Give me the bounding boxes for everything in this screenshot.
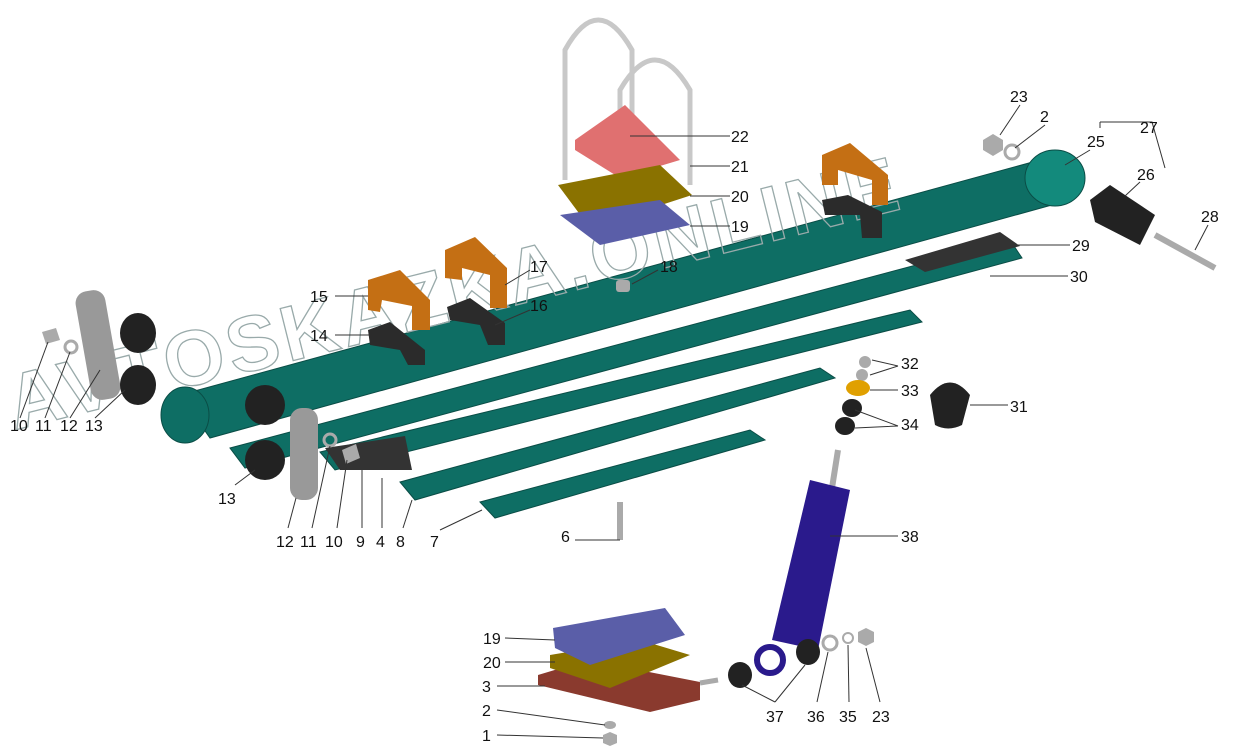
callout-14: 14 [310, 328, 328, 345]
front-hanger [42, 290, 360, 500]
leaf-spring-pack [160, 149, 1086, 519]
callout-11: 11 [35, 418, 52, 435]
callout-1: 1 [482, 728, 491, 745]
callout-26: 26 [1137, 167, 1155, 184]
callout-23: 23 [1010, 89, 1028, 106]
callout-20-lower: 20 [483, 655, 501, 672]
callout-36: 36 [807, 709, 825, 726]
bushing-37a [728, 662, 752, 688]
callout-31: 31 [1010, 399, 1028, 416]
nut-1 [603, 732, 617, 746]
bump-stop-31 [930, 382, 970, 429]
callout-9: 9 [356, 534, 365, 551]
bushing-34a [842, 399, 862, 417]
callout-23-lower: 23 [872, 709, 890, 726]
bolt-28 [1153, 232, 1217, 271]
callout-34: 34 [901, 417, 919, 434]
u-bolts-21 [562, 17, 693, 215]
callout-13: 13 [85, 418, 103, 435]
callout-32: 32 [901, 356, 919, 373]
callout-18: 18 [660, 259, 678, 276]
callout-7: 7 [430, 534, 439, 551]
callout-15: 15 [310, 289, 328, 306]
callout-12-lower: 12 [276, 534, 294, 551]
clamp-15 [368, 270, 430, 330]
front-eye [160, 386, 210, 444]
plate-19-top [560, 200, 690, 245]
nut-23-top [983, 134, 1003, 156]
callout-35: 35 [839, 709, 857, 726]
callout-25: 25 [1087, 134, 1105, 151]
callout-17: 17 [530, 259, 548, 276]
callout-6: 6 [561, 529, 570, 546]
callout-21: 21 [731, 159, 749, 176]
leader-lines [19, 104, 1209, 739]
leaf-4 [399, 367, 837, 501]
bushing-26 [1090, 185, 1155, 245]
rear-eye-25 [1024, 149, 1086, 207]
callout-22: 22 [731, 129, 749, 146]
callout-30: 30 [1070, 269, 1088, 286]
callout-19-lower: 19 [483, 631, 501, 648]
callout-37: 37 [766, 709, 784, 726]
callout-20: 20 [731, 189, 749, 206]
callout-19: 19 [731, 219, 749, 236]
callout-2: 2 [1040, 109, 1049, 126]
washer-2-bottom [604, 721, 616, 729]
callout-33: 33 [901, 383, 919, 400]
callout-4: 4 [376, 534, 385, 551]
callout-10-lower: 10 [325, 534, 343, 551]
callout-12: 12 [60, 418, 78, 435]
washer-35 [842, 632, 854, 644]
callout-38: 38 [901, 529, 919, 546]
callout-2-lower: 2 [482, 703, 491, 720]
clamp-pad-rear [822, 195, 882, 238]
washer-33 [846, 380, 870, 396]
washer-32 [859, 356, 871, 368]
callout-28: 28 [1201, 209, 1219, 226]
clamp-rear [822, 143, 888, 205]
callout-16: 16 [530, 298, 548, 315]
leaf-5 [479, 429, 767, 519]
leaf-2 [229, 239, 1023, 469]
callout-13-lower: 13 [218, 491, 236, 508]
clamp-17 [445, 237, 507, 308]
bushing-34b [835, 417, 855, 435]
plate-19-bottom [553, 608, 685, 665]
callout-27: 27 [1140, 120, 1158, 137]
callout-10: 10 [10, 418, 28, 435]
bushing-37b [796, 639, 820, 665]
washer-36 [821, 634, 839, 652]
callout-11-lower: 11 [300, 534, 317, 551]
nut-23-bottom [858, 628, 874, 646]
saddle-22 [575, 105, 680, 178]
callout-29: 29 [1072, 238, 1090, 255]
leaf-3 [319, 309, 923, 471]
shock-absorber-38 [754, 449, 850, 676]
callout-3: 3 [482, 679, 491, 696]
washer-32b [856, 369, 868, 381]
clamp-pad-14 [368, 322, 425, 365]
callout-labels: 23 2 25 27 26 28 29 30 22 21 20 19 18 17… [10, 89, 1219, 745]
callout-8: 8 [396, 534, 405, 551]
clamp-pad-16 [447, 298, 505, 345]
washer-2-top [1003, 143, 1021, 161]
nut-18 [616, 280, 630, 292]
bolt-bracket [699, 677, 719, 686]
pad-29 [905, 232, 1020, 272]
